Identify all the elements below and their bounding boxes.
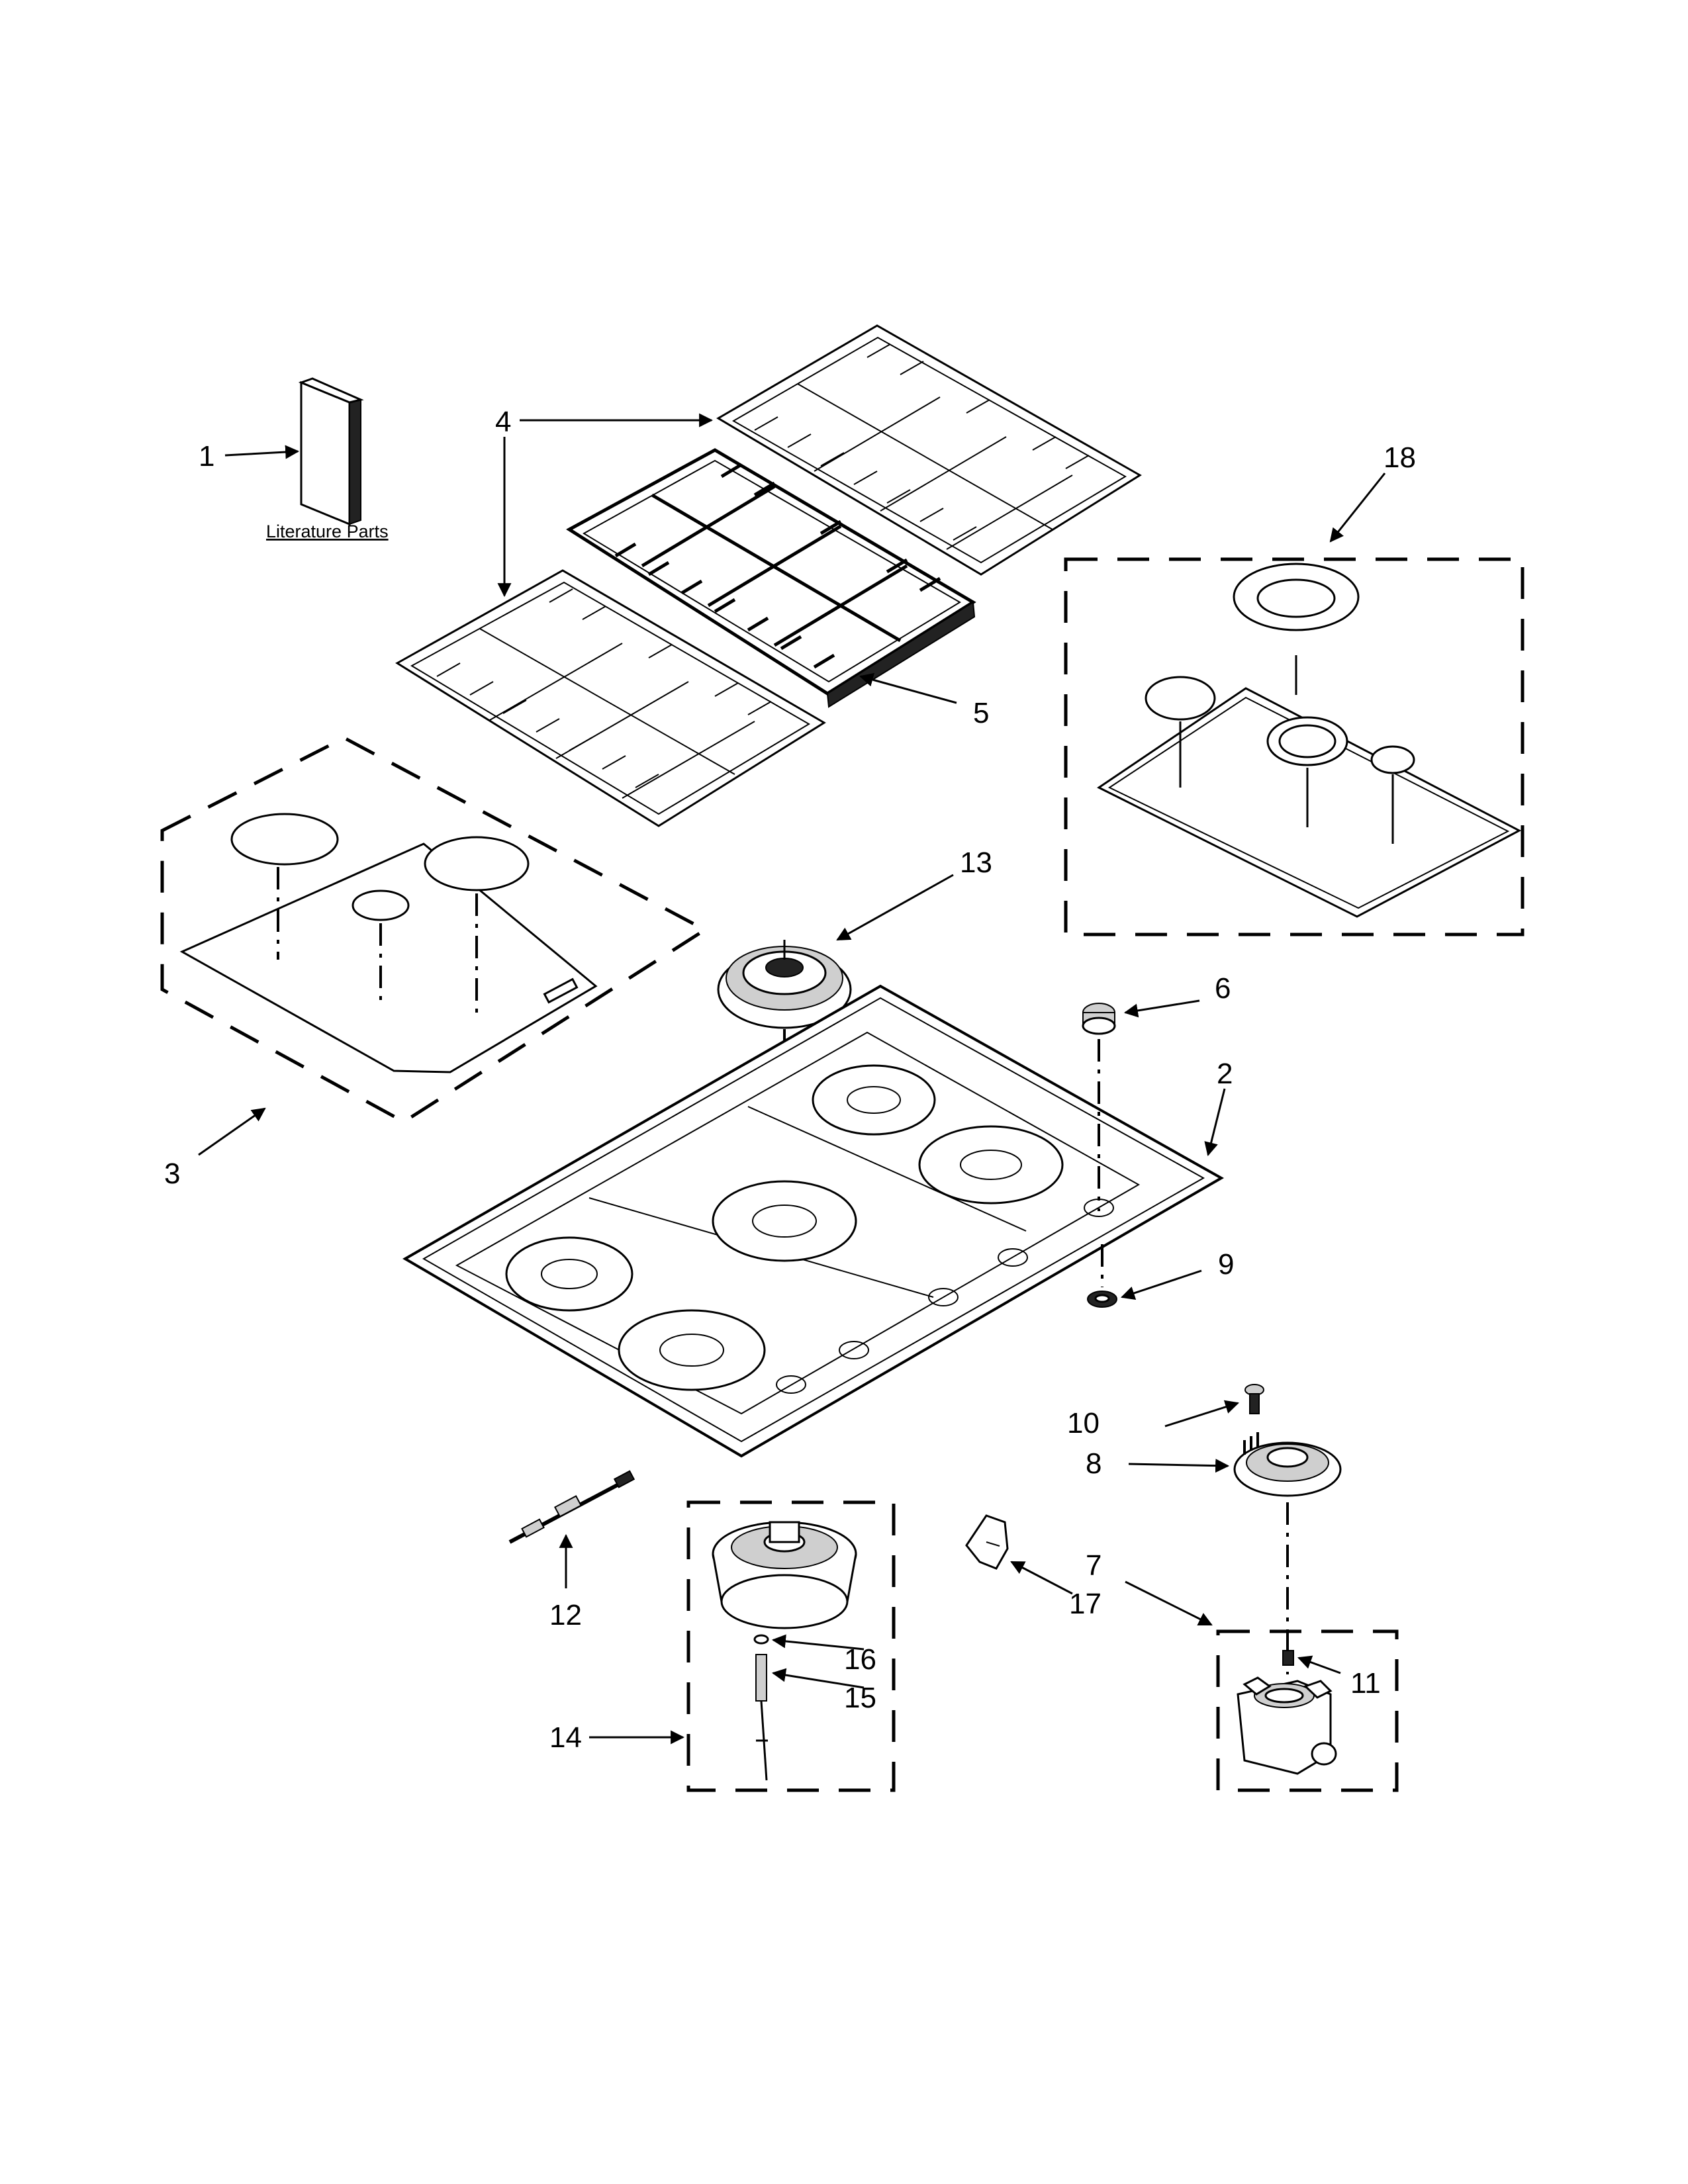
leader-16 [771,1634,865,1651]
leader-15 [771,1668,865,1689]
kit-18-contents [1097,563,1522,918]
seal-16 [753,1634,769,1645]
cooktop-pan [402,984,1225,1458]
callout-7: 7 [1086,1549,1102,1582]
callout-11: 11 [1350,1667,1381,1700]
leader-3 [198,1107,266,1156]
callout-5: 5 [973,697,989,729]
literature-parts-label: Literature Parts [266,522,389,541]
kit-box-14 [686,1500,896,1792]
leader-7 [1125,1580,1213,1626]
leader-9 [1121,1269,1202,1300]
leader-18 [1329,473,1386,543]
callout-4: 4 [495,406,511,438]
kit-box-7 [1216,1629,1399,1792]
burner-base-14 [712,1521,857,1629]
grommet-9 [1087,1291,1117,1308]
kit-box-18 [1064,557,1524,936]
leader-1 [224,445,300,459]
burner-8 [1233,1432,1342,1497]
callout-18: 18 [1383,441,1416,474]
callout-15: 15 [844,1682,876,1714]
callout-16: 16 [844,1643,876,1676]
callout-3: 3 [164,1158,180,1190]
valve-body-7 [1237,1676,1337,1775]
kit-box-3 [160,736,708,1124]
leader-11 [1297,1655,1341,1674]
screw-10 [1244,1384,1264,1414]
callout-13: 13 [960,846,992,879]
kit-3-contents [179,813,598,1073]
leader-2 [1204,1088,1226,1157]
callout-17: 17 [1069,1588,1102,1620]
electrode-12 [508,1470,635,1544]
orifice-11 [1282,1650,1294,1666]
callout-14: 14 [549,1721,582,1754]
literature-booklet [298,377,364,526]
callout-9: 9 [1218,1248,1234,1281]
grate-right-rear [716,324,1142,576]
callout-1: 1 [199,440,214,473]
callout-10: 10 [1067,1407,1100,1439]
grommet-6 [1082,1003,1116,1035]
leader-13 [836,874,954,941]
leader-8 [1128,1459,1230,1473]
callout-8: 8 [1086,1447,1102,1480]
leader-5 [859,672,957,704]
leader-17 [1010,1561,1073,1595]
callout-6: 6 [1215,972,1231,1005]
grate-left-front [395,569,826,827]
leader-6 [1123,999,1200,1018]
leader-10 [1164,1400,1240,1428]
electrode-15 [755,1654,768,1781]
callout-2: 2 [1217,1058,1233,1090]
callout-12: 12 [549,1599,582,1631]
burner-13 [717,940,852,1029]
clip-17 [965,1514,1009,1570]
